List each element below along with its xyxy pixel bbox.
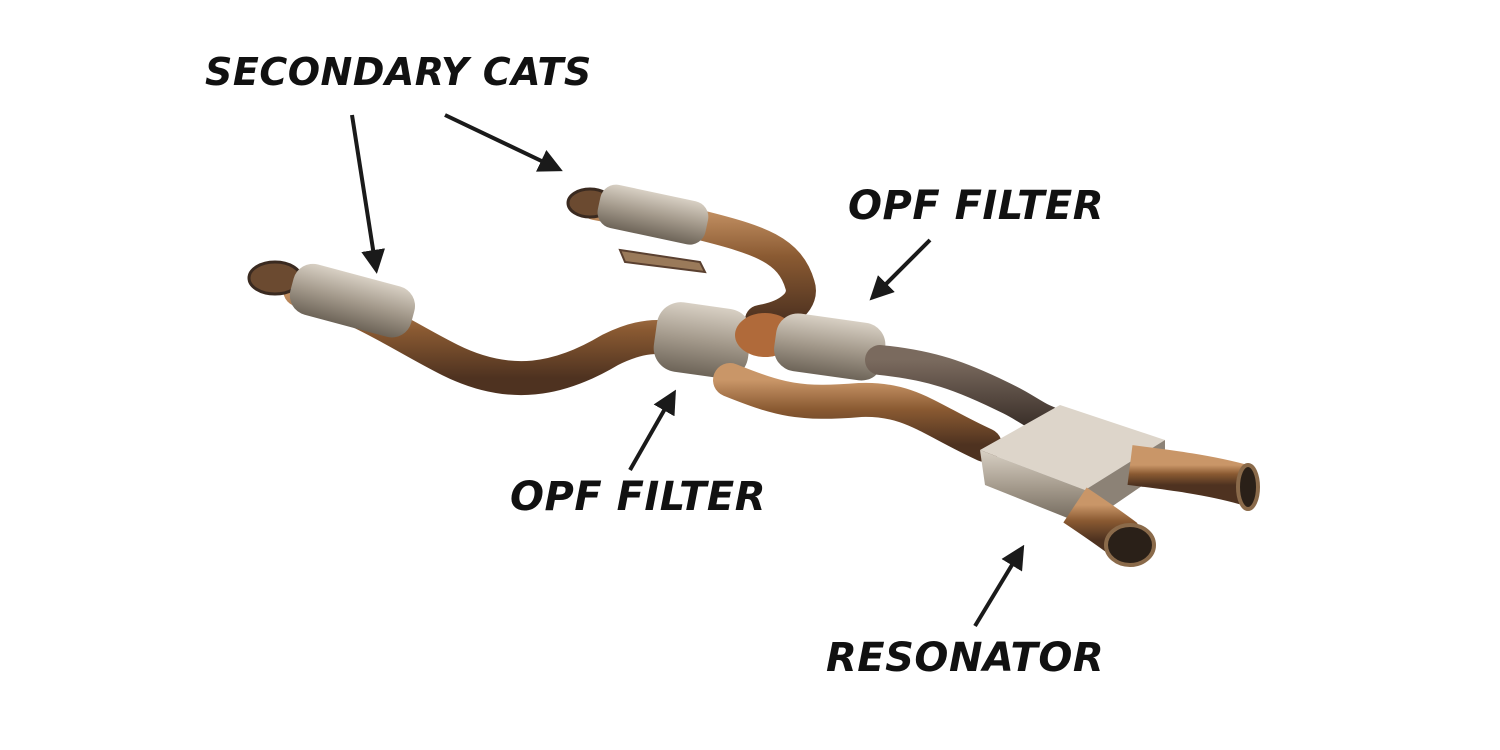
label-opf-filter-upper: OPF FILTER (848, 183, 1105, 229)
upper-branch (566, 184, 816, 335)
crossover-section (653, 302, 886, 381)
arrow-secondary-cats-right (444, 113, 563, 172)
tailpipe-outlet-right (1236, 463, 1260, 511)
arrow-resonator (973, 544, 1025, 628)
label-opf-filter-lower: OPF FILTER (510, 474, 767, 520)
opf-filter-lower (653, 302, 752, 379)
secondary-cat-upper (597, 184, 709, 245)
arrow-opf-filter-upper (869, 238, 932, 301)
label-secondary-cats: SECONDARY CATS (205, 50, 592, 94)
opf-filter-upper (774, 313, 886, 381)
secondary-cat-lower (289, 263, 416, 338)
mount-bracket (618, 248, 707, 274)
lower-branch (247, 260, 697, 396)
tailpipe-outlet-left (1104, 523, 1156, 567)
tailpipes (1063, 445, 1260, 567)
label-resonator: RESONATOR (826, 635, 1105, 681)
arrow-opf-filter-lower (628, 389, 676, 471)
arrow-secondary-cats-left (350, 114, 386, 274)
mid-pipes (713, 345, 1075, 462)
callout-arrows (350, 113, 1025, 628)
